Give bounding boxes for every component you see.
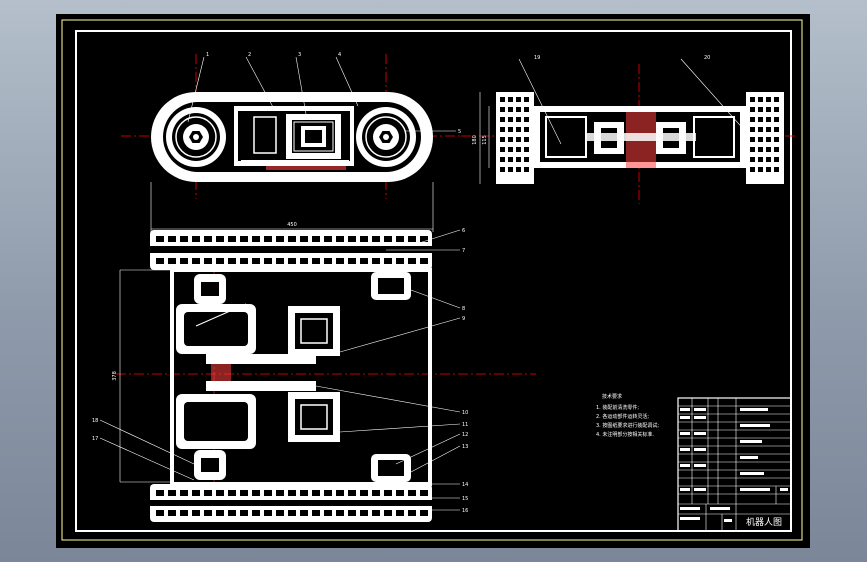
outer-frame <box>61 19 803 541</box>
top-view: 450 1 2 3 4 5 <box>121 52 461 232</box>
notes-line-3: 3. 按图纸要求进行装配调试; <box>596 422 659 429</box>
plan-callout-15: 15 <box>462 496 468 502</box>
plan-callout-13: 13 <box>462 444 468 450</box>
top-view-dimension: 450 <box>287 222 297 228</box>
side-callout-20: 20 <box>704 55 710 61</box>
top-callout-4: 4 <box>338 52 341 58</box>
plan-callout-16: 16 <box>462 508 468 514</box>
top-callout-3: 3 <box>298 52 301 58</box>
plan-callout-12: 12 <box>462 432 468 438</box>
right-sprocket-wheel <box>356 107 416 167</box>
cad-viewport[interactable]: 450 1 2 3 4 5 <box>56 14 810 548</box>
top-callout-5: 5 <box>458 129 461 135</box>
side-dim-180: 180 <box>472 135 478 145</box>
cad-drawing: 450 1 2 3 4 5 <box>61 19 803 541</box>
plan-view: 378 6 7 8 9 10 11 12 13 14 15 16 18 17 <box>92 228 536 522</box>
side-callout-19: 19 <box>534 55 540 61</box>
title-block-fills <box>680 408 788 522</box>
plan-callout-6: 6 <box>462 228 465 234</box>
notes-line-4: 4. 未注明部分按相关标准. <box>596 431 654 438</box>
plan-view-dimension: 378 <box>112 371 118 381</box>
left-sprocket-wheel <box>166 107 226 167</box>
title-block-title: 机器人图 <box>746 516 782 528</box>
title-block <box>677 397 792 532</box>
plan-callout-10: 10 <box>462 410 468 416</box>
plan-callout-17: 17 <box>92 436 98 442</box>
side-view: 180 115 19 20 <box>461 55 796 204</box>
notes-line-2: 2. 各运动部件运转灵活; <box>596 413 649 420</box>
plan-callout-9: 9 <box>462 316 465 322</box>
technical-notes: 技术要求 1. 装配前清洗零件; 2. 各运动部件运转灵活; 3. 按图纸要求进… <box>596 393 659 438</box>
plan-callout-11: 11 <box>462 422 468 428</box>
plan-callout-7: 7 <box>462 248 465 254</box>
notes-title: 技术要求 <box>602 393 622 400</box>
side-dim-115: 115 <box>482 135 488 145</box>
top-callout-2: 2 <box>248 52 251 58</box>
inner-frame <box>75 30 792 532</box>
plan-callout-14: 14 <box>462 482 468 488</box>
plan-callout-8: 8 <box>462 306 465 312</box>
top-callout-1: 1 <box>206 52 209 58</box>
plan-callout-18: 18 <box>92 418 98 424</box>
notes-line-1: 1. 装配前清洗零件; <box>596 404 639 411</box>
